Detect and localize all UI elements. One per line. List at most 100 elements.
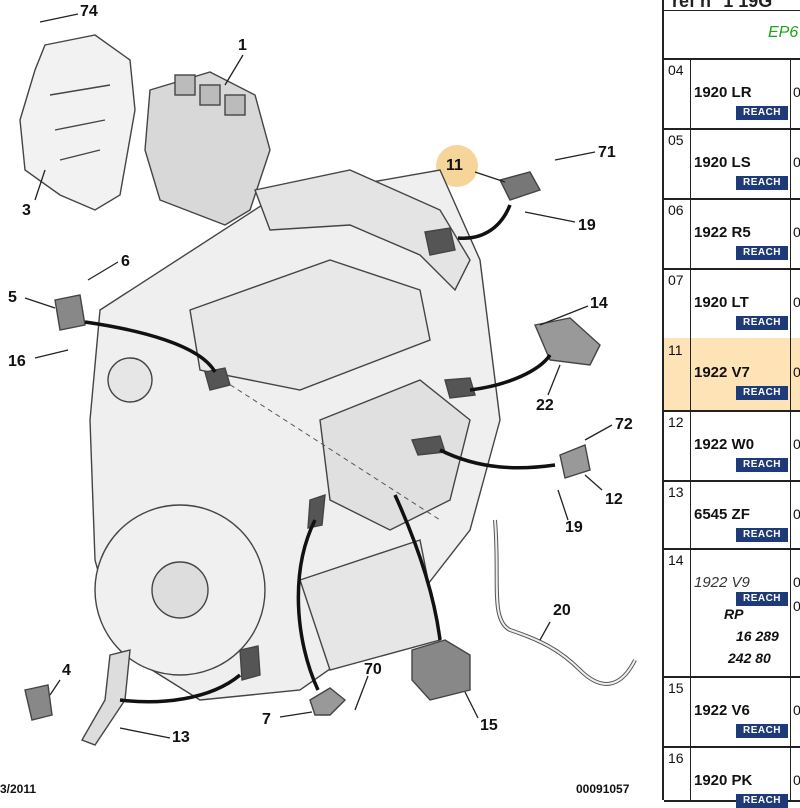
callout-16: 16: [8, 353, 26, 370]
row-quantity: 0: [793, 436, 800, 452]
column-divider: [790, 198, 791, 268]
column-divider: [790, 746, 791, 800]
row-quantity: 0: [793, 702, 800, 718]
reach-badge: REACH: [736, 106, 788, 120]
callout-4: 4: [62, 662, 71, 679]
footer-date: 3/2011: [0, 782, 37, 796]
callout-71: 71: [598, 144, 616, 161]
callout-22: 22: [536, 397, 554, 414]
callout-13: 13: [172, 729, 190, 746]
part-reference: 1922 R5: [694, 224, 751, 241]
column-divider: [690, 676, 691, 746]
solenoid-14: [534, 317, 601, 366]
part-reference: 1920 LR: [694, 84, 752, 101]
heat-shield: [19, 34, 136, 211]
callout-6: 6: [121, 253, 130, 270]
table-header-title: ref n° 1 19G: [672, 0, 773, 11]
bracket-13: [80, 649, 131, 746]
row-quantity: 0: [793, 84, 800, 100]
column-divider: [790, 548, 791, 676]
row-index: 05: [668, 132, 684, 148]
reach-badge: REACH: [736, 528, 788, 542]
part-extra-line: 242 80: [728, 650, 771, 666]
row-index: 13: [668, 484, 684, 500]
callout-72: 72: [615, 416, 633, 433]
column-divider: [690, 268, 691, 338]
exhaust-manifold: [319, 379, 471, 531]
callout-20: 20: [553, 602, 571, 619]
part-reference: 1920 LS: [694, 154, 751, 171]
callout-11: 11: [446, 157, 463, 174]
engine-illustration: [19, 13, 637, 746]
footer-doc-number: 00091057: [576, 782, 630, 796]
callout-1: 1: [238, 37, 247, 54]
row-quantity: 0: [793, 294, 800, 310]
reach-badge: REACH: [736, 386, 788, 400]
row-quantity: 0: [793, 364, 800, 380]
column-divider: [790, 338, 791, 410]
row-index: 11: [668, 342, 683, 358]
header-divider: [664, 10, 800, 11]
intake-pipe: [254, 169, 471, 292]
engine-code: EP6: [768, 24, 799, 41]
sensor-5: [54, 294, 86, 331]
callout-70: 70: [364, 661, 382, 678]
reach-badge: REACH: [736, 176, 788, 190]
sensor-12: [559, 444, 591, 479]
callout-19-top: 19: [578, 217, 596, 234]
row-quantity: 0: [793, 154, 800, 170]
callout-7: 7: [262, 711, 271, 728]
cylinder-head: [189, 259, 431, 391]
column-divider: [690, 480, 691, 548]
column-divider: [790, 410, 791, 480]
valve-15: [411, 639, 471, 701]
row-index: 04: [668, 62, 684, 78]
part-reference: 1920 PK: [694, 772, 753, 789]
row-index: 07: [668, 272, 684, 288]
column-divider: [690, 746, 691, 800]
column-divider: [690, 338, 691, 410]
reach-badge: REACH: [736, 794, 788, 808]
reach-badge: REACH: [736, 592, 788, 606]
column-divider: [790, 676, 791, 746]
row-index: 06: [668, 202, 684, 218]
callout-12: 12: [605, 491, 623, 508]
sensor-11: [498, 171, 542, 201]
reach-badge: REACH: [736, 724, 788, 738]
sensor-7: [309, 687, 347, 716]
column-divider: [790, 268, 791, 338]
reach-badge: REACH: [736, 316, 788, 330]
row-index: 14: [668, 552, 684, 568]
part-extra-line: 16 289: [736, 628, 779, 644]
row-index: 15: [668, 680, 684, 696]
part-reference: 1920 LT: [694, 294, 749, 311]
reach-badge: REACH: [736, 458, 788, 472]
callout-15: 15: [480, 717, 498, 734]
reach-badge: REACH: [736, 246, 788, 260]
part-reference: 6545 ZF: [694, 506, 750, 523]
table-header: ref n° 1 19G EP6: [664, 0, 800, 60]
callout-3: 3: [22, 202, 31, 219]
part-reference: 1922 V6: [694, 702, 750, 719]
column-divider: [690, 198, 691, 268]
column-divider: [690, 548, 691, 676]
row-quantity: 0: [793, 224, 800, 240]
column-divider: [690, 128, 691, 198]
column-divider: [790, 480, 791, 548]
callout-74: 74: [80, 3, 98, 20]
engine-exploded-diagram: 74 1 3 71 11 19 6 5 16 14 22 72 12 19 20…: [0, 3, 637, 796]
callout-5: 5: [8, 289, 17, 306]
part-extra-line: RP: [724, 606, 744, 622]
sensor-4: [24, 684, 53, 721]
